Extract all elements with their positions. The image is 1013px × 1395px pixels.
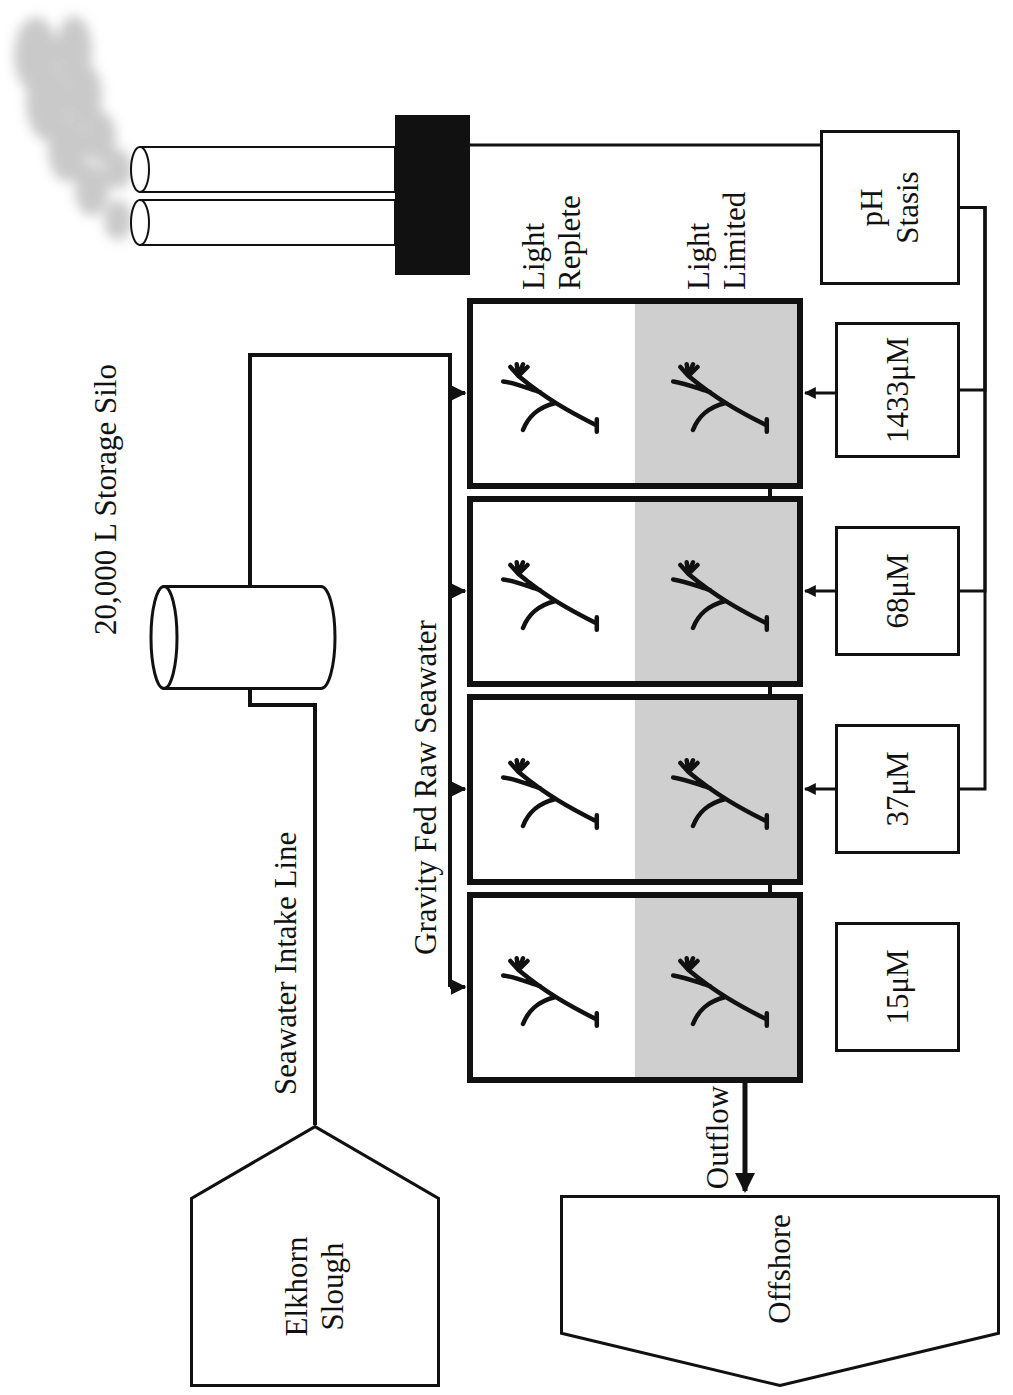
label-slot: Light Replete xyxy=(516,165,587,290)
annotation-label: Outflow xyxy=(700,1080,736,1195)
smoke-puff xyxy=(56,16,92,84)
tank-light-half xyxy=(470,697,635,882)
tank-link xyxy=(768,486,772,895)
kelp-icon xyxy=(673,562,767,630)
tank-border xyxy=(470,301,800,486)
smoke xyxy=(14,16,132,240)
tank-border xyxy=(470,697,800,882)
co2-arrow xyxy=(805,392,835,395)
co2-level-box: 37μM xyxy=(835,724,960,854)
feed-arrow xyxy=(450,787,465,791)
annotation-label: Light Limited xyxy=(681,165,752,290)
node-text: 15μM xyxy=(880,949,916,1024)
connector-line xyxy=(250,690,315,1125)
ph-control-box: pH Stasis xyxy=(820,130,960,285)
outlet-pentagon: Offshore xyxy=(560,1195,1000,1387)
co2-arrow xyxy=(805,590,835,593)
co2-level-box: 1433μM xyxy=(835,322,960,458)
node-text: 37μM xyxy=(880,751,916,826)
tank-border xyxy=(470,499,800,684)
label-slot: Light Limited xyxy=(681,165,752,290)
connector-line xyxy=(960,208,985,391)
pentagon-shape xyxy=(562,1197,999,1386)
power-plant-base xyxy=(395,115,470,275)
label-slot: Gravity Fed Raw Seawater xyxy=(408,515,444,955)
tank-shaded-half xyxy=(635,499,800,684)
node-text: 1433μM xyxy=(880,337,916,443)
feed-arrow xyxy=(450,589,465,593)
annotation-label: Light Replete xyxy=(516,165,587,290)
co2-arrow xyxy=(805,788,835,791)
smokestack-top xyxy=(131,200,149,245)
tank-light-half xyxy=(470,301,635,486)
smokestack-top xyxy=(131,147,149,192)
storage-silo: 20,000 L Storage Silo xyxy=(150,585,335,690)
feed-arrow xyxy=(450,391,465,395)
smoke-puff xyxy=(14,17,58,93)
tank xyxy=(470,499,800,684)
annotation-label: Seawater Intake Line xyxy=(268,715,304,1095)
node-text: Offshore xyxy=(762,1214,798,1324)
tank xyxy=(470,697,800,882)
tank-border xyxy=(470,895,800,1080)
cylinder-body xyxy=(164,587,335,689)
flue-gas-line xyxy=(470,144,820,147)
connector-line xyxy=(960,208,985,790)
smokestack xyxy=(140,147,395,192)
kelp-icon xyxy=(673,958,767,1026)
kelp-icon xyxy=(503,364,597,431)
silo-heading: 20,000 L Storage Silo xyxy=(88,364,124,635)
feed-arrow xyxy=(450,985,465,989)
tank-shaded-half xyxy=(635,697,800,882)
kelp-icon xyxy=(503,958,597,1026)
tank-shaded-half xyxy=(635,895,800,1080)
kelp-icon xyxy=(673,364,767,431)
label-slot: Seawater Intake Line xyxy=(268,715,304,1095)
cylinder-top xyxy=(151,587,177,689)
tank-light-half xyxy=(470,499,635,684)
tank-light-half xyxy=(470,895,635,1080)
tank xyxy=(470,895,800,1080)
co2-level-box: 68μM xyxy=(835,526,960,656)
smoke-puff xyxy=(104,200,132,240)
tank-shaded-half xyxy=(635,301,800,486)
pentagon-shape xyxy=(192,1127,439,1386)
kelp-icon xyxy=(503,760,597,828)
kelp-icon xyxy=(503,562,597,630)
node-text: pH Stasis xyxy=(854,150,925,265)
node-text: 68μM xyxy=(880,553,916,628)
kelp-icon xyxy=(673,760,767,828)
label-slot: Outflow xyxy=(700,1080,736,1195)
outflow-arrow xyxy=(743,1080,748,1191)
tank xyxy=(470,301,800,486)
source-pentagon: Elkhorn Slough xyxy=(190,1125,440,1387)
co2-level-box: 15μM xyxy=(835,922,960,1052)
annotation-label: Gravity Fed Raw Seawater xyxy=(408,515,444,955)
smokestack xyxy=(140,200,395,245)
cylinder-outline xyxy=(150,585,335,690)
node-text: Elkhorn Slough xyxy=(279,1196,350,1377)
connector-line xyxy=(960,208,985,592)
